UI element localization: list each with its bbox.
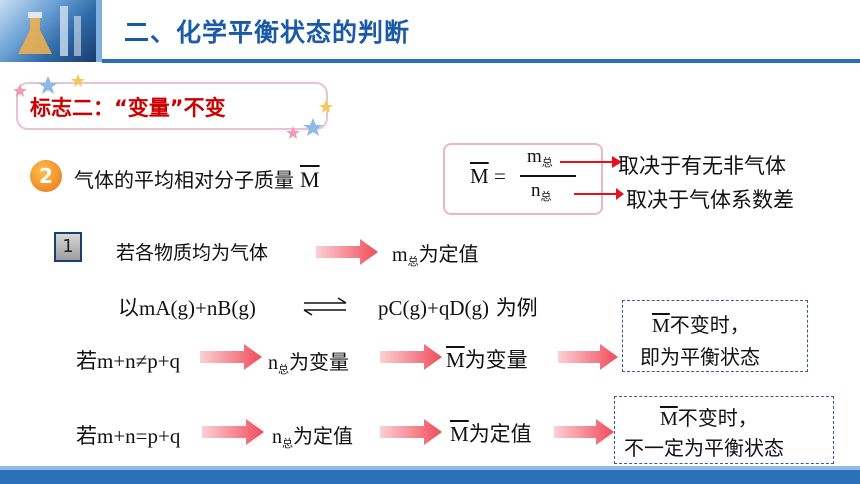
item2-text: 气体的平均相对分子质量	[74, 168, 294, 192]
case1-conclusion-box	[622, 300, 808, 372]
case1-arrow-1-icon	[200, 344, 262, 370]
case2-box-line2: 不一定为平衡状态	[624, 436, 784, 460]
reaction-left: 以mA(g)+nB(g)	[118, 296, 256, 320]
header	[0, 0, 860, 62]
step1-result: m总为定值	[392, 242, 479, 268]
step-number-box: 1	[54, 232, 82, 262]
case2-mean-mass: M为定值	[450, 422, 532, 446]
formula-arrows	[560, 156, 624, 200]
case1-arrow-3-icon	[558, 344, 618, 370]
case1-mean-mass: M为变量	[446, 348, 528, 372]
mean-mass-symbol: M	[300, 167, 320, 192]
fraction-bar	[520, 175, 576, 177]
equilibrium-arrows-icon	[303, 297, 347, 316]
footer-highlight	[0, 466, 860, 470]
formula-frame	[443, 143, 603, 215]
case2-box-line1: M不变时，	[660, 406, 758, 430]
case2-condition: 若m+n=p+q	[76, 424, 181, 448]
case2-arrow-3-icon	[554, 419, 614, 445]
case1-n-total: n总为变量	[268, 350, 349, 376]
reaction-right: pC(g)+qD(g) 为例	[378, 296, 538, 320]
footer-bar	[0, 470, 860, 484]
formula-numerator: m总	[527, 146, 553, 169]
step1-arrow-icon	[316, 239, 378, 265]
badge-title: 标志二：“变量”不变	[30, 96, 226, 120]
star-decoration-icon	[13, 74, 333, 139]
step1-text: 若各物质均为气体	[116, 242, 269, 264]
case2-conclusion-box	[614, 396, 834, 464]
formula-note-bottom: 取决于气体系数差	[626, 188, 794, 212]
case2-n-total: n总为定值	[272, 424, 353, 450]
flask-illustration-icon	[18, 6, 81, 56]
page-title: 二、化学平衡状态的判断	[124, 18, 411, 47]
formula-note-top: 取决于有无非气体	[618, 154, 786, 178]
header-underline	[102, 59, 860, 63]
case1-arrow-2-icon	[380, 344, 442, 370]
case2-arrow-2-icon	[380, 419, 442, 445]
header-lab-image	[0, 0, 96, 62]
number-circle-badge: 2	[30, 160, 62, 192]
case1-box-line1: M不变时，	[652, 313, 750, 337]
formula-denominator: n总	[531, 180, 552, 203]
header-separator	[96, 0, 102, 62]
case2-arrow-1-icon	[202, 419, 264, 445]
formula-lhs: M =	[470, 164, 506, 188]
case1-box-line2: 即为平衡状态	[640, 345, 760, 369]
case1-condition: 若m+n≠p+q	[76, 349, 181, 373]
